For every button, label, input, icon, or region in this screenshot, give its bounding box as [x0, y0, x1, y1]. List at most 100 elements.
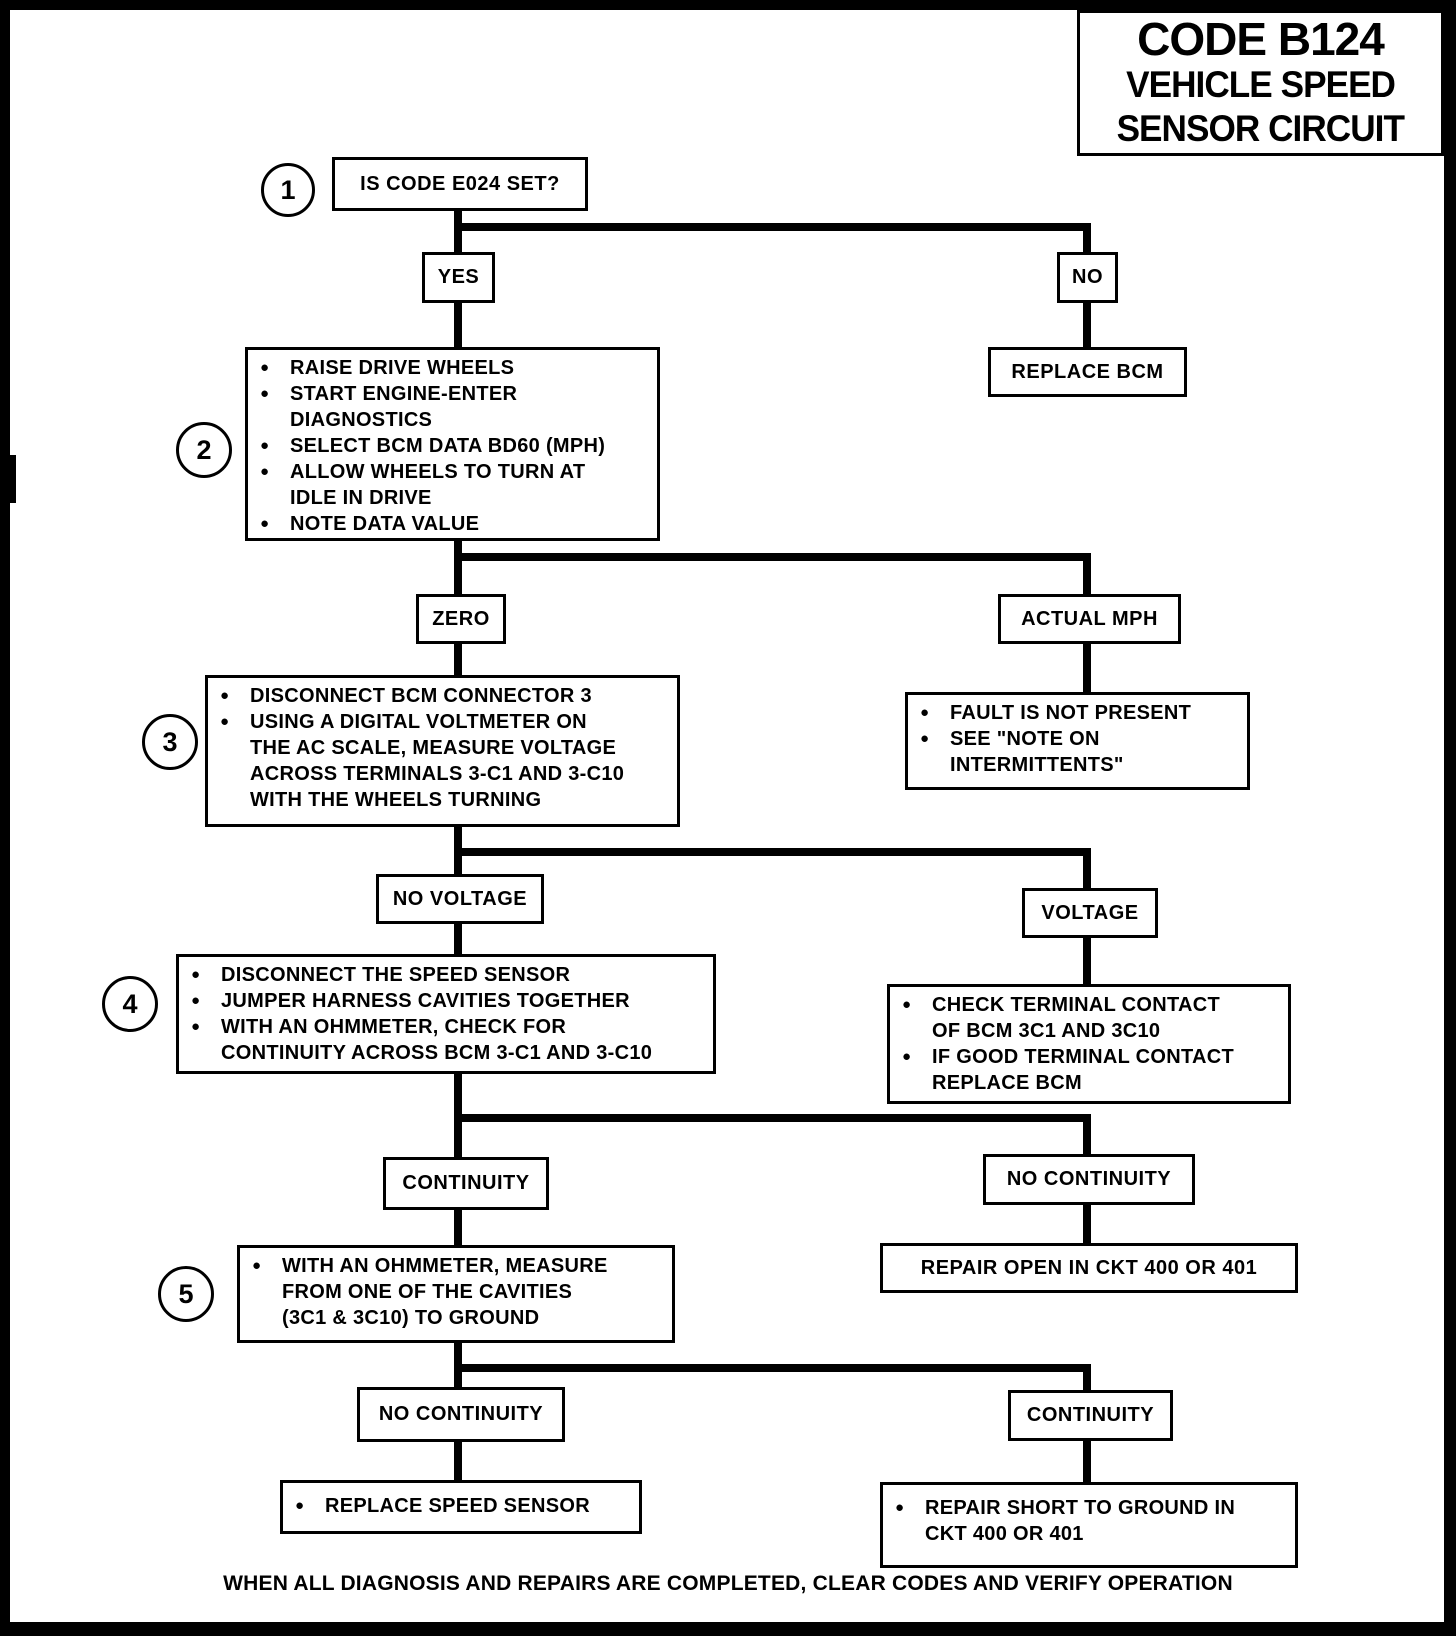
connector	[1083, 223, 1091, 252]
bullet-icon: ●	[191, 966, 201, 983]
step-number-label: 4	[122, 988, 138, 1019]
branch-label-continuity-2: CONTINUITY	[1008, 1390, 1173, 1441]
action-text: START ENGINE-ENTER DIAGNOSTICS	[290, 383, 518, 431]
connector	[454, 223, 462, 252]
connector	[1083, 303, 1091, 347]
connector	[1083, 1364, 1091, 1390]
connector	[454, 644, 462, 675]
title-box: CODE B124 VEHICLE SPEED SENSOR CIRCUIT	[1077, 10, 1444, 156]
action-item: ● DISCONNECT BCM CONNECTOR 3	[220, 683, 669, 709]
title-code: CODE B124	[1137, 13, 1385, 65]
connector	[1083, 936, 1091, 984]
bullet-icon: ●	[920, 704, 930, 721]
action-box-step5: ●WITH AN OHMMETER, MEASURE FROM ONE OF T…	[237, 1245, 675, 1343]
action-item: ●WITH AN OHMMETER, MEASURE FROM ONE OF T…	[252, 1253, 664, 1331]
bullet-icon: ●	[260, 385, 270, 402]
result-box-repair-short: ●REPAIR SHORT TO GROUND IN CKT 400 OR 40…	[880, 1482, 1298, 1568]
action-item: ● NOTE DATA VALUE	[260, 511, 649, 537]
branch-label-continuity: CONTINUITY	[383, 1157, 549, 1210]
connector	[1083, 1205, 1091, 1245]
bullet-icon: ●	[260, 359, 270, 376]
result-box-fault-not-present: ● FAULT IS NOT PRESENT ●SEE "NOTE ON INTE…	[905, 692, 1250, 790]
action-item: ●REPAIR SHORT TO GROUND IN CKT 400 OR 40…	[895, 1495, 1287, 1547]
connector	[1083, 644, 1091, 692]
bullet-icon: ●	[295, 1497, 305, 1514]
action-text: USING A DIGITAL VOLTMETER ON THE AC SCAL…	[250, 711, 625, 811]
action-item: ● RAISE DRIVE WHEELS	[260, 355, 649, 381]
connector	[1083, 1441, 1091, 1482]
action-text: CHECK TERMINAL CONTACT OF BCM 3C1 AND 3C…	[932, 994, 1221, 1042]
connector	[454, 211, 462, 231]
action-text: ALLOW WHEELS TO TURN AT IDLE IN DRIVE	[290, 461, 586, 509]
action-text: RAISE DRIVE WHEELS	[290, 357, 515, 379]
footer-caption: WHEN ALL DIAGNOSIS AND REPAIRS ARE COMPL…	[223, 1572, 1233, 1595]
action-box-step2: ● RAISE DRIVE WHEELS ● START ENGINE-ENTER …	[245, 347, 660, 541]
result-text: REPAIR OPEN IN CKT 400 OR 401	[920, 1256, 1258, 1279]
action-text: NOTE DATA VALUE	[290, 513, 480, 535]
connector	[454, 1072, 462, 1122]
branch-text: VOLTAGE	[1041, 901, 1139, 924]
action-item: ● SELECT BCM DATA BD60 (MPH)	[260, 433, 649, 459]
branch-label-zero: ZERO	[416, 594, 506, 644]
bullet-icon: ●	[220, 713, 230, 730]
branch-text: NO VOLTAGE	[392, 887, 528, 910]
action-text: IF GOOD TERMINAL CONTACT REPLACE BCM	[932, 1046, 1234, 1094]
action-item: ● CHECK TERMINAL CONTACT OF BCM 3C1 AND 3…	[902, 992, 1280, 1044]
connector	[1083, 848, 1091, 888]
action-text: SEE "NOTE ON INTERMITTENTS"	[950, 728, 1124, 776]
action-item: ●SEE "NOTE ON INTERMITTENTS"	[920, 726, 1239, 778]
action-text: REPAIR SHORT TO GROUND IN CKT 400 OR 401	[925, 1497, 1236, 1545]
connector	[454, 223, 1091, 231]
bullet-icon: ●	[260, 515, 270, 532]
scan-artifact	[0, 455, 16, 503]
connector	[454, 848, 462, 874]
title-subtitle-2: SENSOR CIRCUIT	[1116, 108, 1405, 149]
connector	[454, 303, 462, 347]
connector	[1083, 1114, 1091, 1154]
question-text: IS CODE E024 SET?	[360, 172, 560, 195]
question-box-is-code-e024-set: IS CODE E024 SET?	[332, 157, 588, 211]
connector	[454, 1114, 1091, 1122]
result-text: REPLACE BCM	[1011, 360, 1164, 383]
action-text: SELECT BCM DATA BD60 (MPH)	[290, 435, 606, 457]
bullet-icon: ●	[191, 1018, 201, 1035]
bullet-icon: ●	[260, 437, 270, 454]
branch-label-yes: YES	[422, 252, 495, 303]
connector	[454, 541, 462, 561]
step-number-2: 2	[176, 422, 232, 478]
bullet-icon: ●	[252, 1257, 262, 1274]
connector	[454, 1343, 462, 1372]
action-item: ● USING A DIGITAL VOLTMETER ON THE AC SCA…	[220, 709, 669, 813]
action-box-step3: ● DISCONNECT BCM CONNECTOR 3 ● USING A DIG…	[205, 675, 680, 827]
action-text: JUMPER HARNESS CAVITIES TOGETHER	[221, 990, 630, 1012]
action-text: WITH AN OHMMETER, CHECK FOR CONTINUITY A…	[221, 1016, 653, 1064]
action-text: DISCONNECT BCM CONNECTOR 3	[250, 685, 592, 707]
title-subtitle-1: VEHICLE SPEED	[1126, 64, 1396, 105]
branch-text: NO	[1072, 266, 1103, 288]
action-box-step4: ●DISCONNECT THE SPEED SENSOR ●JUMPER HAR…	[176, 954, 716, 1074]
branch-text: CONTINUITY	[402, 1172, 530, 1194]
connector	[454, 1210, 462, 1247]
branch-label-voltage: VOLTAGE	[1022, 888, 1158, 938]
connector	[454, 553, 1091, 561]
branch-text: CONTINUITY	[1026, 1404, 1155, 1426]
step-number-5: 5	[158, 1266, 214, 1322]
action-item: ●IF GOOD TERMINAL CONTACT REPLACE BCM	[902, 1044, 1280, 1096]
action-text: FAULT IS NOT PRESENT	[950, 702, 1192, 724]
branch-text: ACTUAL MPH	[1021, 607, 1158, 630]
step-number-1: 1	[261, 163, 315, 217]
branch-text: YES	[437, 266, 480, 288]
connector	[454, 553, 462, 594]
bullet-icon: ●	[220, 687, 230, 704]
branch-label-no-continuity-2: NO CONTINUITY	[357, 1387, 565, 1442]
step-number-3: 3	[142, 714, 198, 770]
result-box-check-terminal-contact: ● CHECK TERMINAL CONTACT OF BCM 3C1 AND 3…	[887, 984, 1291, 1104]
bullet-icon: ●	[902, 996, 912, 1013]
action-item: ● WITH AN OHMMETER, CHECK FOR CONTINUITY …	[191, 1014, 705, 1066]
branch-label-no: NO	[1057, 252, 1118, 303]
step-number-label: 1	[280, 174, 296, 205]
step-number-label: 3	[162, 726, 178, 757]
connector	[454, 827, 462, 856]
result-repair-open-ckt: REPAIR OPEN IN CKT 400 OR 401	[880, 1243, 1298, 1293]
